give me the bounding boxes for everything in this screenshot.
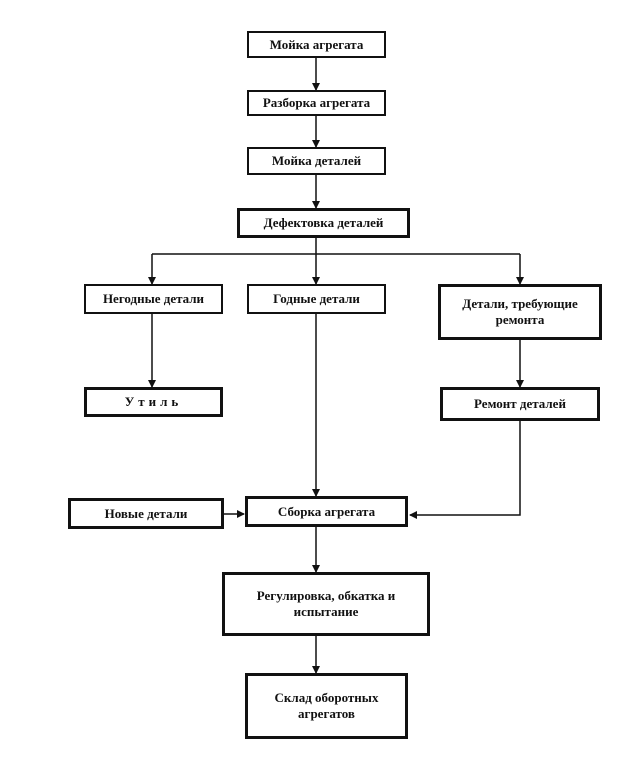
step-scrap: Утиль: [84, 387, 223, 417]
step-disassembly-label: Разборка агрегата: [262, 95, 371, 111]
step-need-repair: Детали, требующие ремонта: [438, 284, 602, 340]
step-fit: Годные детали: [247, 284, 386, 314]
step-repair: Ремонт деталей: [440, 387, 600, 421]
step-assembly: Сборка агрегата: [245, 496, 408, 527]
step-adjust: Регулировка, обкатка и испытание: [222, 572, 430, 636]
step-warehouse: Склад оборотных агрегатов: [245, 673, 408, 739]
step-wash-unit-label: Мойка агрегата: [269, 36, 364, 52]
step-disassembly: Разборка агрегата: [247, 90, 386, 116]
step-new-parts-label: Новые детали: [104, 505, 188, 521]
step-repair-label: Ремонт деталей: [474, 396, 566, 412]
step-assembly-label: Сборка агрегата: [277, 503, 376, 519]
step-wash-unit: Мойка агрегата: [247, 31, 386, 58]
arrow-repair-to-assembly: [409, 421, 521, 519]
step-unfit-label: Негодные детали: [102, 291, 205, 307]
step-wash-parts: Мойка деталей: [247, 147, 386, 175]
step-defect-label: Дефектовка деталей: [263, 215, 384, 231]
step-adjust-label: Регулировка, обкатка и испытание: [256, 588, 396, 619]
step-warehouse-label: Склад оборотных агрегатов: [274, 690, 379, 721]
step-new-parts: Новые детали: [68, 498, 224, 529]
step-wash-parts-label: Мойка деталей: [271, 153, 362, 169]
step-scrap-label: Утиль: [124, 394, 183, 410]
step-need-repair-label: Детали, требующие ремонта: [462, 296, 578, 327]
step-unfit: Негодные детали: [84, 284, 223, 314]
step-fit-label: Годные детали: [273, 291, 360, 307]
step-defect: Дефектовка деталей: [237, 208, 410, 238]
